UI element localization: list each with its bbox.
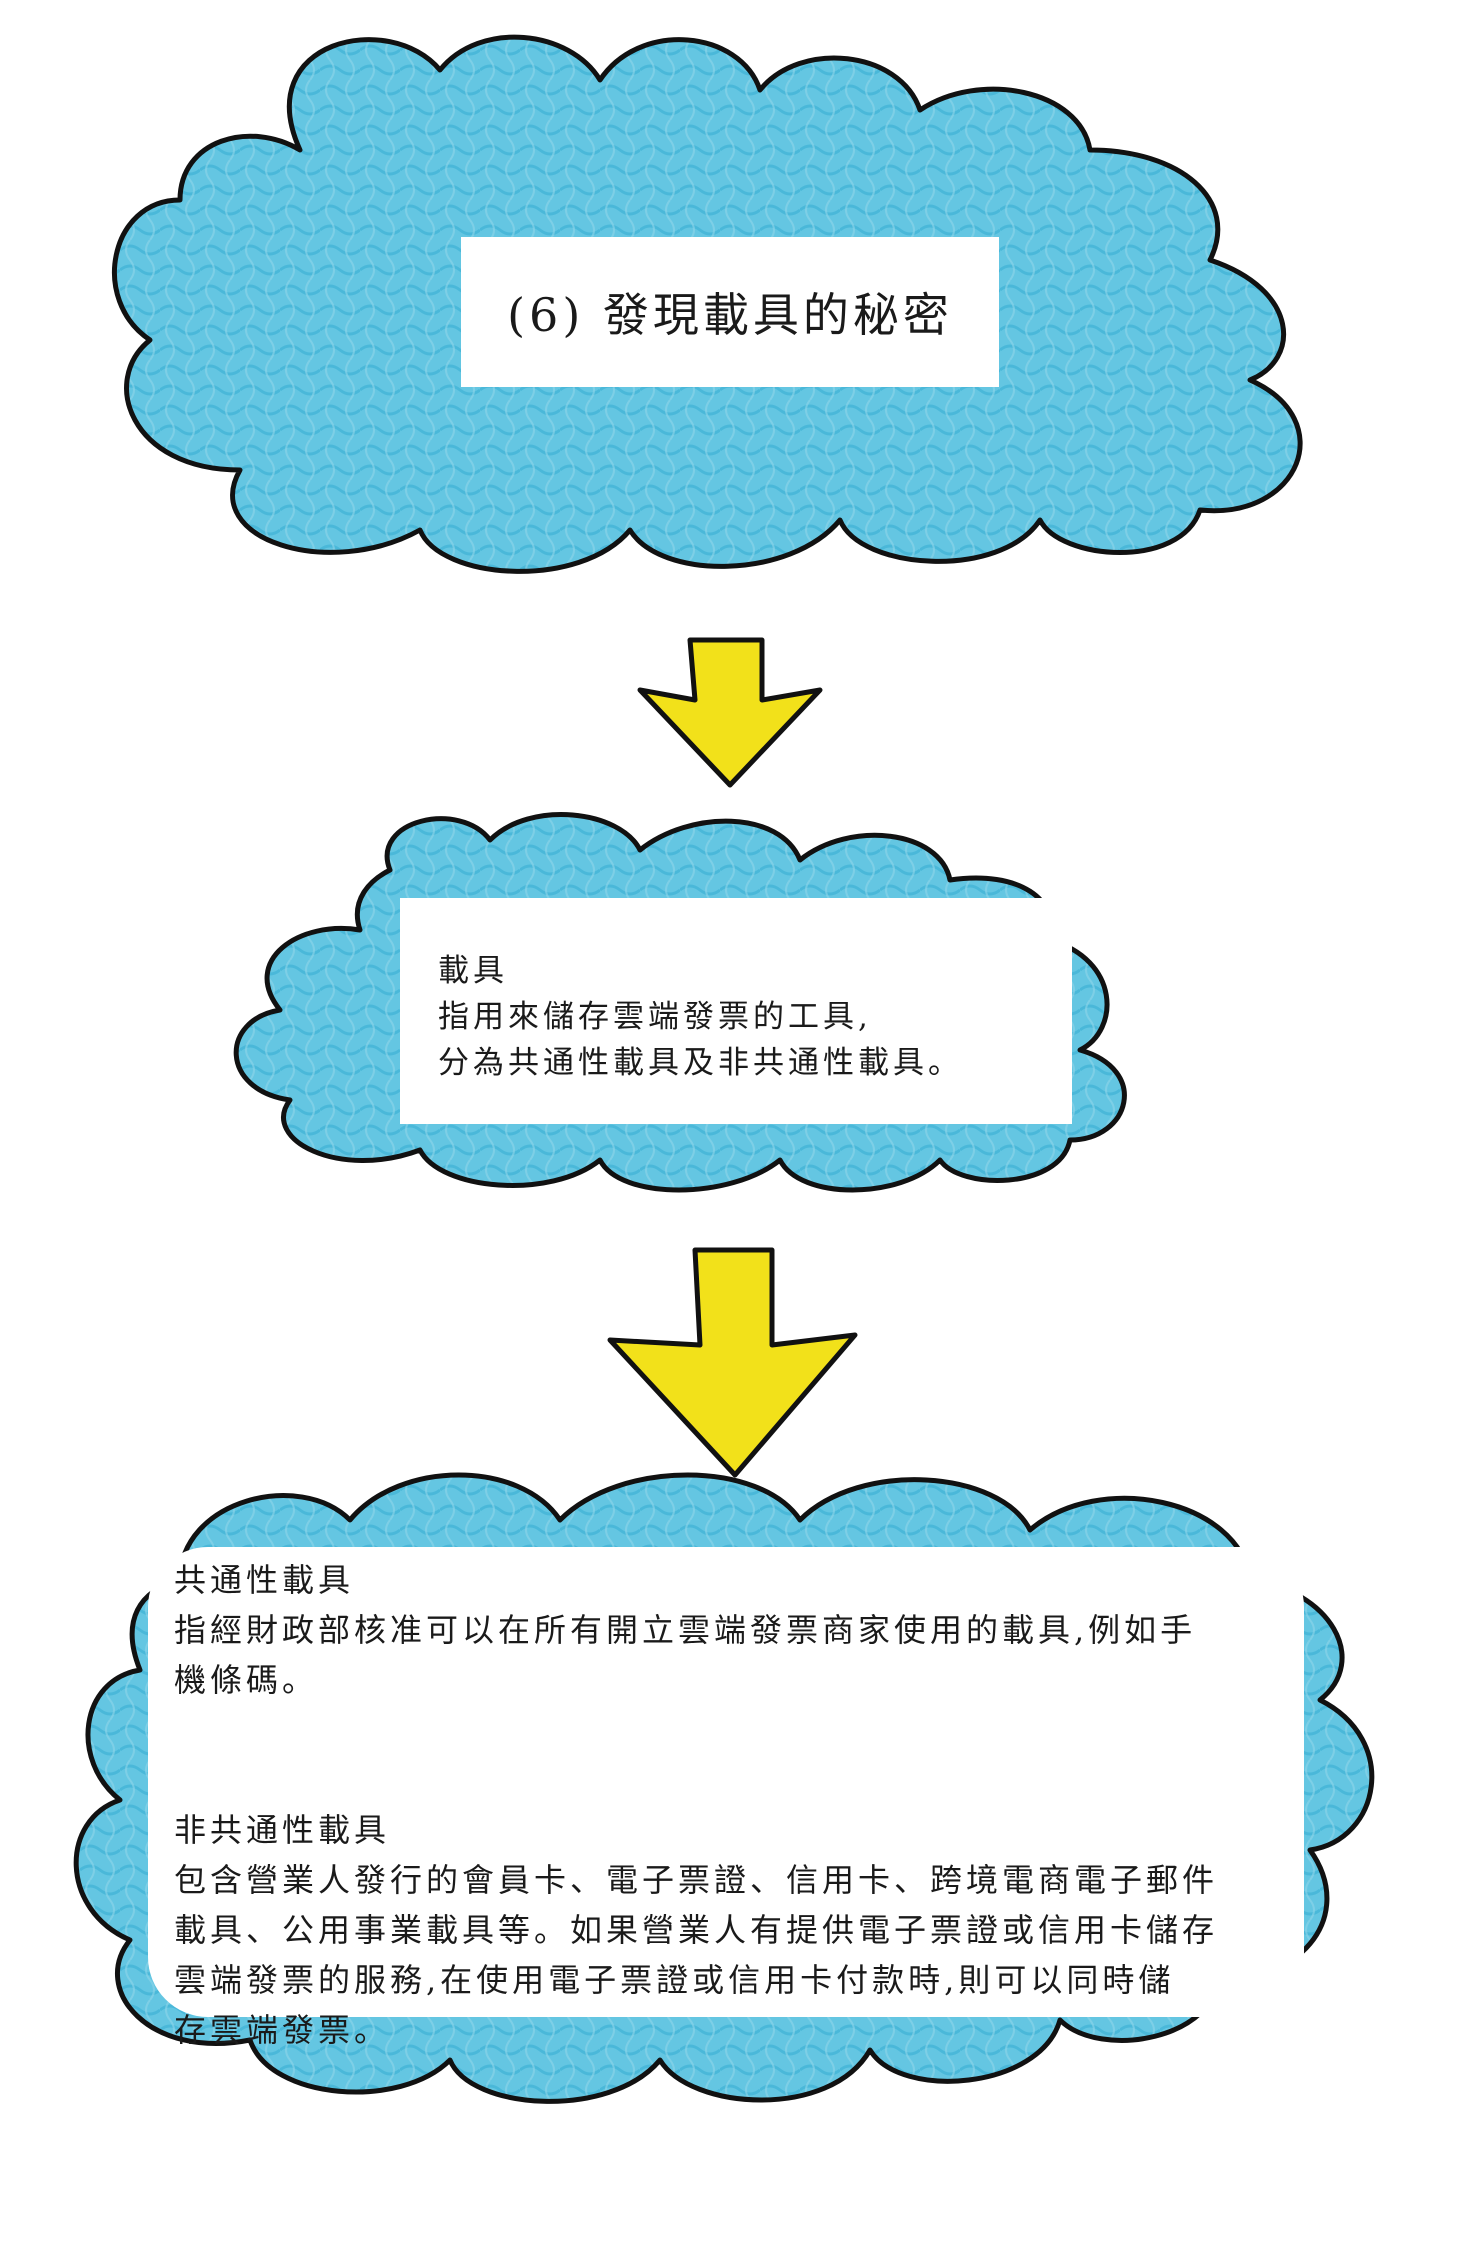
carrier-types-box: 共通性載具 指經財政部核准可以在所有開立雲端發票商家使用的載具,例如手 機條碼。…	[148, 1547, 1304, 2049]
page-title: (6) 發現載具的秘密	[461, 237, 999, 387]
definition-line: 分為共通性載具及非共通性載具。	[438, 1045, 963, 1081]
common-carrier-heading: 共通性載具	[174, 1561, 355, 1599]
non-common-carrier-line: 包含營業人發行的會員卡、電子票證、信用卡、跨境電商電子郵件	[174, 1861, 1219, 1899]
non-common-carrier-line: 載具、公用事業載具等。如果營業人有提供電子票證或信用卡儲存	[174, 1911, 1219, 1949]
spacer	[174, 1705, 1284, 1805]
arrow-down-icon	[607, 1247, 858, 1478]
arrow-down-icon	[637, 637, 823, 788]
common-carrier-line: 機條碼。	[174, 1661, 319, 1699]
non-common-carrier-line: 雲端發票的服務,在使用電子票證或信用卡付款時,則可以同時儲	[174, 1961, 1175, 1999]
non-common-carrier-line: 存雲端發票。	[174, 2011, 391, 2049]
non-common-carrier-heading: 非共通性載具	[174, 1811, 391, 1849]
common-carrier-line: 指經財政部核准可以在所有開立雲端發票商家使用的載具,例如手	[174, 1611, 1197, 1649]
definition-line: 指用來儲存雲端發票的工具,	[438, 999, 872, 1035]
definition-heading: 載具	[438, 953, 508, 989]
definition-box: 載具 指用來儲存雲端發票的工具, 分為共通性載具及非共通性載具。	[400, 898, 1072, 1124]
